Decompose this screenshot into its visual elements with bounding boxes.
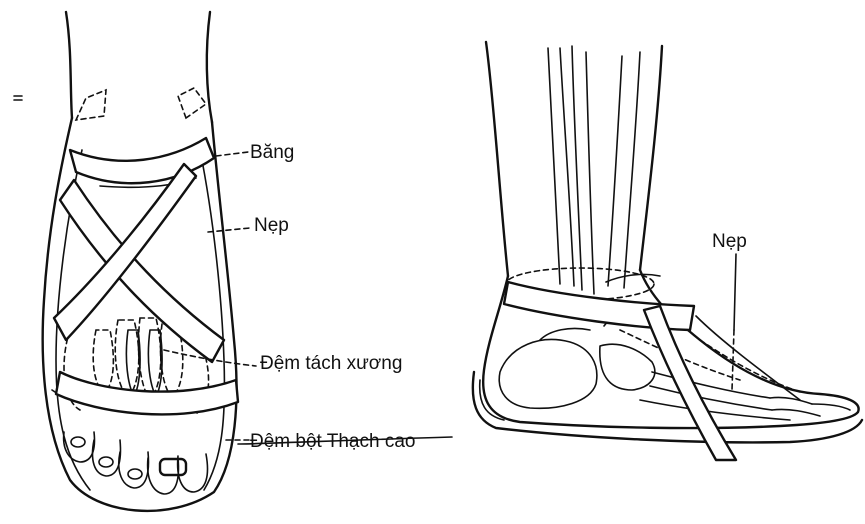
front-bandage-strips [54, 138, 238, 414]
front-view-foot [43, 12, 238, 511]
label-nep-front: Nẹp [254, 216, 289, 235]
stray-mark [14, 96, 22, 100]
leader-lines [164, 152, 736, 444]
label-nep-side: Nẹp [712, 232, 747, 251]
side-view-foot [473, 42, 862, 460]
label-dem-bot-thach-cao: Đệm bột Thạch cao [250, 432, 415, 451]
label-bang: Băng [250, 143, 294, 162]
label-dem-tach-xuong: Đệm tách xương [260, 354, 402, 373]
